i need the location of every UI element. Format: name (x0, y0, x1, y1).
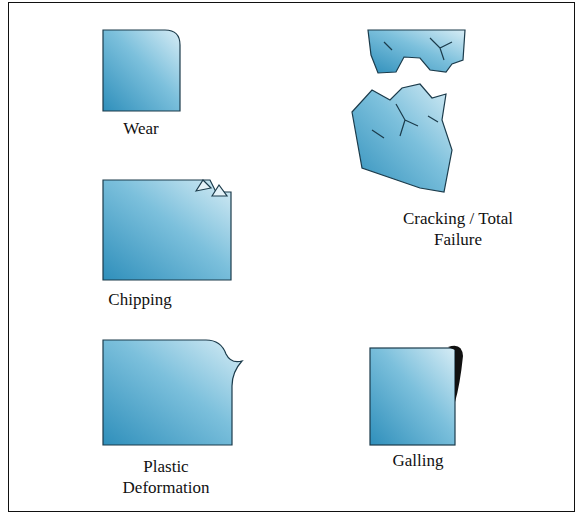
wear-label: Wear (81, 118, 201, 139)
galled-insert (370, 346, 463, 445)
frame (9, 3, 575, 512)
wear-label: Galling (358, 450, 478, 471)
deformed-insert (103, 340, 242, 445)
wear-label: Cracking / Total Failure (398, 208, 518, 250)
wear-insert (103, 30, 180, 111)
wear-label: Chipping (80, 289, 200, 310)
cracked-insert (352, 30, 465, 192)
chipped-insert (103, 180, 231, 280)
wear-label: Plastic Deformation (106, 456, 226, 498)
